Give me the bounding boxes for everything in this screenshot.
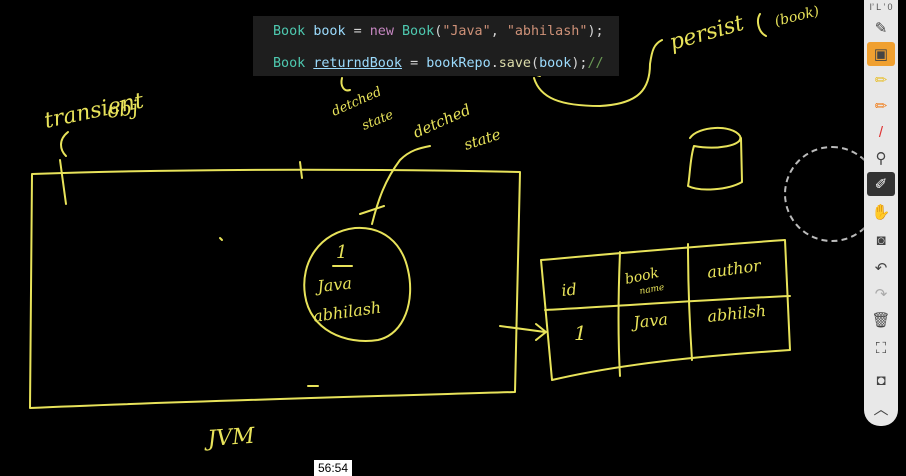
- camera-icon: ◙: [876, 231, 886, 249]
- pen-orange-icon: ✏: [874, 98, 888, 115]
- code-close: );: [571, 56, 588, 71]
- code-close: );: [587, 24, 604, 39]
- pen-yellow-button[interactable]: ✏: [867, 68, 895, 92]
- redo-icon: ↷: [874, 286, 888, 303]
- table-header-name: name: [639, 283, 665, 297]
- table-header-id: id: [560, 279, 577, 300]
- pen-red-button[interactable]: /: [867, 120, 895, 144]
- jvm-box: [29, 168, 521, 409]
- persist-book-label: (book): [773, 3, 821, 29]
- object-circle: [303, 226, 412, 342]
- object-id: 1: [336, 242, 347, 263]
- code-arg2: "abhilash": [506, 24, 588, 39]
- table-cell-author: abhilsh: [706, 301, 767, 326]
- select-tool-button[interactable]: ✎: [867, 16, 895, 40]
- object-title: Java: [313, 273, 352, 296]
- hand-tool-button[interactable]: ✋: [867, 200, 895, 224]
- db-cylinder: [687, 127, 743, 191]
- detached-pointer: [371, 145, 431, 225]
- redo-button[interactable]: ↷: [867, 282, 895, 306]
- code-open: (: [531, 56, 540, 71]
- detached-top-label-2: state: [360, 107, 396, 133]
- code-obj: bookRepo: [426, 56, 491, 71]
- table-cell-id: 1: [574, 321, 587, 345]
- code-var: book: [313, 24, 346, 39]
- code-new: new: [369, 24, 394, 39]
- table-header-book: book: [624, 265, 661, 288]
- stamp-icon: ⚲: [875, 150, 887, 167]
- capture-tool-button[interactable]: ◘: [867, 368, 895, 392]
- code-method: save: [498, 56, 531, 71]
- code-eq: =: [410, 56, 419, 71]
- annotation-toolbar: I’ L ’ 0 ✎ ▣ ✏ ✏ / ⚲ ✐ ✋ ◙ ↶ ↷ 🗑 ⛶ ◘ ︿: [864, 0, 898, 426]
- code-comment: //: [587, 56, 604, 71]
- transient-pointer: [60, 131, 69, 157]
- code-eq: =: [353, 24, 362, 39]
- code-arg: book: [539, 56, 572, 71]
- toolbar-top-label: I’ L ’ 0: [869, 2, 893, 12]
- code-arg1: "Java": [442, 24, 491, 39]
- pen-orange-button[interactable]: ✏: [867, 94, 895, 118]
- capture-icon: ◘: [876, 371, 886, 389]
- persist-bracket: [533, 39, 663, 107]
- jvm-label: JVM: [203, 424, 256, 453]
- persist-label: persist: [667, 11, 747, 56]
- code-open: (: [434, 24, 443, 39]
- detached-mid-label-2: state: [462, 125, 503, 154]
- screen-icon: ⛶: [875, 339, 887, 357]
- persist-arrow: [499, 323, 547, 341]
- video-timestamp: 56:54: [314, 460, 352, 476]
- code-dot: .: [490, 56, 499, 71]
- code-line-2: Book returndBook = bookRepo.save(book);/…: [273, 54, 604, 74]
- object-author: abhilash: [312, 298, 382, 326]
- camera-tool-button[interactable]: ◙: [867, 228, 895, 252]
- code-var: returndBook: [313, 56, 402, 71]
- code-type: Book: [273, 56, 306, 71]
- db-table-outline: [540, 239, 791, 381]
- pen-yellow-icon: ✏: [874, 72, 888, 89]
- screen-tool-button[interactable]: ⛶: [867, 336, 895, 360]
- select-icon: ✎: [874, 20, 888, 37]
- trash-icon: 🗑: [871, 312, 891, 329]
- highlight-icon: ▣: [873, 46, 889, 63]
- transient-label-line2: obj: [105, 95, 139, 123]
- pen-red-icon: /: [878, 123, 884, 141]
- hand-icon: ✋: [871, 204, 891, 221]
- code-type: Book: [273, 24, 306, 39]
- table-cell-book: Java: [629, 309, 668, 332]
- code-snippet-panel: Book book = new Book("Java", "abhilash")…: [253, 16, 619, 76]
- trash-button[interactable]: 🗑: [867, 308, 895, 332]
- table-header-author: author: [706, 255, 763, 281]
- code-line-1: Book book = new Book("Java", "abhilash")…: [273, 22, 604, 42]
- code-ctor: Book: [402, 24, 435, 39]
- collapse-toolbar-button[interactable]: ︿: [867, 396, 895, 420]
- eraser-tool-button[interactable]: ✐: [867, 172, 895, 196]
- undo-button[interactable]: ↶: [867, 256, 895, 280]
- highlight-tool-button[interactable]: ▣: [867, 42, 895, 66]
- code-comma: ,: [490, 24, 499, 39]
- chevron-up-icon: ︿: [873, 400, 889, 418]
- undo-icon: ↶: [874, 260, 888, 277]
- stamp-tool-button[interactable]: ⚲: [867, 146, 895, 170]
- eraser-icon: ✐: [874, 176, 888, 193]
